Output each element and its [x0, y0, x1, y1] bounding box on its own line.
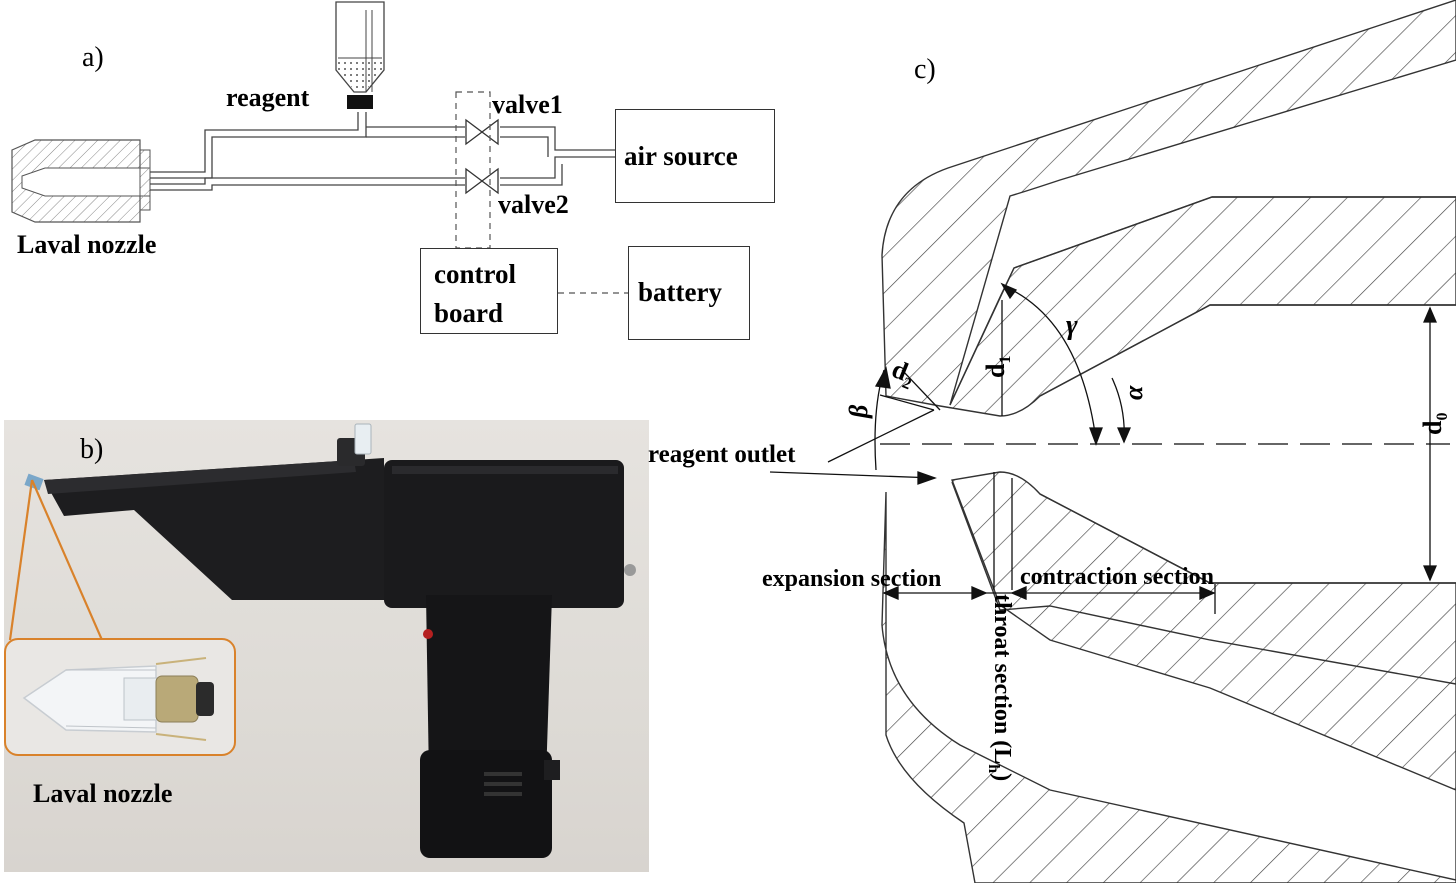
reagent-label: reagent	[226, 83, 310, 112]
d0-label: d0	[1418, 412, 1452, 435]
throat-section-sub: h	[985, 764, 1003, 774]
air-source-label: air source	[624, 141, 738, 171]
panel-b-letter: b)	[80, 434, 104, 465]
throat-section-text: throat section (L	[989, 594, 1015, 765]
control-board-label-2: board	[434, 298, 504, 328]
nozzle-inset-illustration	[22, 657, 214, 741]
device-photo: b) Laval nozzle	[4, 420, 649, 872]
pipes	[150, 112, 615, 191]
nozzle-cross-section	[881, 0, 1456, 883]
laval-nozzle-label-a: Laval nozzle	[17, 230, 157, 259]
valve1-symbol	[465, 118, 499, 146]
reagent-outlet-label: reagent outlet	[648, 441, 796, 468]
valve2-label: valve2	[498, 190, 569, 219]
valve2-symbol	[465, 167, 499, 195]
throat-section-close: )	[989, 773, 1015, 782]
d1-sub: 1	[997, 355, 1015, 364]
laval-nozzle-label-b: Laval nozzle	[33, 779, 173, 808]
air-source-box: air source	[615, 109, 775, 203]
d0-sub: 0	[1434, 412, 1452, 421]
expansion-section-label: expansion section	[762, 566, 942, 592]
d1-text: d	[981, 363, 1010, 378]
spray-gun-illustration	[8, 423, 636, 858]
battery-label: battery	[638, 277, 722, 307]
control-board-box: control board	[420, 248, 558, 334]
control-board-label-1: control	[434, 259, 516, 289]
gamma-label: γ	[1066, 310, 1078, 341]
reagent-bottle	[335, 1, 385, 109]
valve1-label: valve1	[492, 90, 563, 119]
nozzle-inset	[4, 638, 236, 756]
beta-label: β	[844, 404, 873, 418]
contraction-section-label: contraction section	[1020, 564, 1214, 590]
d0-text: d	[1418, 420, 1447, 435]
panel-a-letter: a)	[82, 42, 104, 73]
alpha-label: α	[1119, 385, 1148, 400]
battery-box: battery	[628, 246, 750, 340]
d1-label: d1	[981, 355, 1015, 378]
laval-nozzle-schematic	[11, 139, 151, 223]
panel-c-letter: c)	[914, 54, 936, 85]
throat-section-label: throat section (Lh)	[985, 594, 1015, 782]
d2-label: d2	[886, 354, 919, 393]
